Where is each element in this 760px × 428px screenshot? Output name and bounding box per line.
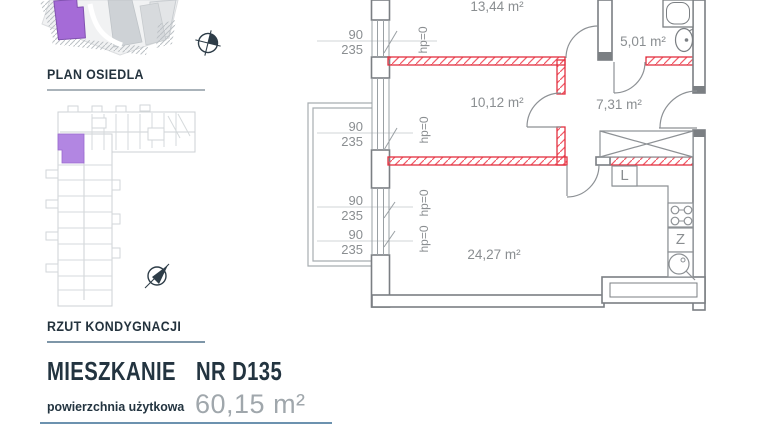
site-plan-map	[40, 0, 179, 56]
divider	[47, 341, 205, 343]
window-height: 235	[341, 134, 363, 149]
sill-height-label: hp=0	[417, 189, 431, 217]
window-height: 235	[341, 208, 363, 223]
room-area-label: 10,12 m²	[470, 95, 524, 110]
site-plan-heading: PLAN OSIEDLA	[47, 67, 144, 82]
thumbnail-highlighted-unit	[57, 133, 85, 164]
left-wall	[370, 0, 398, 308]
dishwasher-label: Z	[675, 231, 686, 248]
divider	[47, 89, 205, 91]
balcony-outline	[307, 102, 372, 267]
room-area-label: 24,27 m²	[467, 247, 521, 262]
usable-area-value: 60,15 m²	[195, 389, 306, 419]
divider	[40, 422, 332, 424]
fridge-box	[611, 165, 638, 187]
floor-plan-heading: RZUT KONDYGNACJI	[47, 319, 182, 334]
door-bathroom	[613, 61, 646, 94]
apartment-number: NR D135	[196, 356, 283, 386]
north-arrow-icon	[195, 30, 221, 56]
room-area-label: 13,44 m²	[470, 0, 524, 14]
sill-height-label: hp=0	[416, 26, 430, 54]
sill-height-label: hp=0	[417, 116, 431, 144]
dishwasher-box	[667, 227, 694, 253]
door-living	[566, 164, 600, 198]
usable-area-label: powierzchnia użytkowa	[47, 399, 185, 414]
right-wall	[692, 0, 706, 311]
window-width: 90	[348, 119, 363, 134]
bathtub-icon	[662, 0, 694, 28]
window-height: 235	[341, 42, 363, 57]
floor-plan-thumbnail	[45, 104, 196, 307]
kitchen-sink-icon	[667, 251, 696, 281]
wardrobe	[599, 130, 694, 158]
window-width: 90	[348, 227, 363, 242]
kitchen	[611, 165, 696, 281]
partition-walls	[595, 0, 613, 166]
door-room13	[565, 25, 599, 59]
window-height: 235	[341, 242, 363, 257]
window-width: 90	[348, 27, 363, 42]
sink-icon	[674, 27, 694, 53]
stove-icon	[667, 202, 694, 228]
room-area-label: 5,01 m²	[620, 34, 666, 49]
sill-height-label: hp=0	[417, 225, 431, 253]
apartment-type: MIESZKANIE	[47, 356, 176, 386]
room-area-label: 7,31 m²	[596, 97, 642, 112]
door-arcs	[526, 25, 698, 198]
site-highlighted-building	[53, 0, 86, 41]
red-walls	[387, 56, 695, 166]
floor-plan-drawing	[307, 0, 706, 311]
fridge-label: L	[620, 167, 629, 184]
window-width: 90	[348, 193, 363, 208]
door-room10	[526, 92, 562, 128]
bottom-walls	[371, 276, 706, 308]
door-entrance	[659, 90, 698, 129]
north-arrow-floor-icon	[144, 263, 170, 289]
window-glazing	[371, 20, 398, 255]
